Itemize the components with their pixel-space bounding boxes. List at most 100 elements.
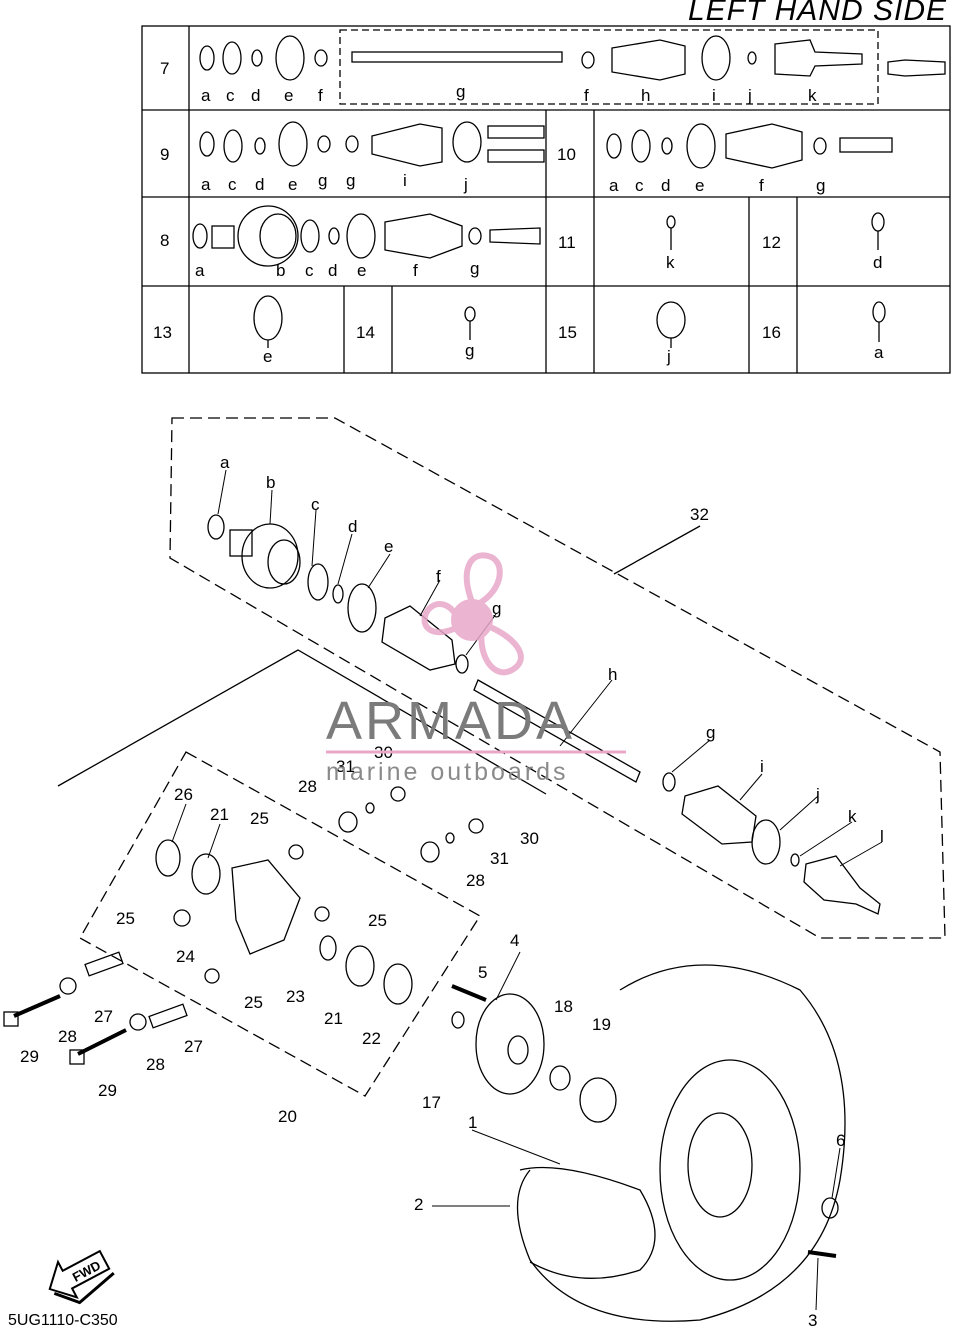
- kit-letter: k: [666, 253, 675, 272]
- callout: 28: [146, 1055, 165, 1074]
- callout: 25: [244, 993, 263, 1012]
- callout: 28: [466, 871, 485, 890]
- callout: 21: [324, 1009, 343, 1028]
- callout: 26: [174, 785, 193, 804]
- callout: 24: [176, 947, 195, 966]
- callout: 25: [250, 809, 269, 828]
- callout: g: [706, 723, 715, 742]
- callout: 25: [368, 911, 387, 930]
- kit-row-11-label: 11: [558, 233, 576, 252]
- callout: 29: [98, 1081, 117, 1100]
- callout: 29: [20, 1047, 39, 1066]
- kit-letter: f: [318, 86, 323, 105]
- callout: 6: [836, 1131, 845, 1150]
- callout: d: [348, 517, 357, 536]
- kit-row-10-letters: a c d e f g: [609, 176, 825, 195]
- callout: h: [608, 665, 617, 684]
- kit-letter: k: [808, 86, 817, 105]
- callout: 18: [554, 997, 573, 1016]
- leader-lines: [171, 469, 883, 1311]
- callout: 25: [116, 909, 135, 928]
- callout: 30: [520, 829, 539, 848]
- callout: c: [311, 495, 320, 514]
- kit-row-9-parts: [199, 121, 545, 167]
- kit-letter: j: [666, 347, 671, 366]
- kit-letter: e: [357, 261, 366, 280]
- callout: j: [815, 785, 820, 804]
- kit-letter: d: [255, 175, 264, 194]
- callout: 5: [478, 963, 487, 982]
- callout-numbers: 32 26 21 25 28 31 30 30 31 28 25 25 24 2…: [20, 505, 845, 1330]
- kit-row-8-label: 8: [160, 231, 169, 250]
- kit-letter: g: [470, 259, 479, 278]
- callout: 32: [690, 505, 709, 524]
- callout: 4: [510, 931, 519, 950]
- callout: k: [848, 807, 857, 826]
- kit-single-parts: [253, 212, 886, 348]
- kit-letter: f: [413, 261, 418, 280]
- kit-letter: e: [695, 176, 704, 195]
- kit-row-10-parts: [606, 123, 893, 169]
- kit-letter: e: [284, 86, 293, 105]
- kit-row-7-letters: a c d e f g f h i j k: [201, 82, 817, 105]
- kit-letter: d: [251, 86, 260, 105]
- kit-letter: d: [328, 261, 337, 280]
- callout: 28: [58, 1027, 77, 1046]
- kit-letter: e: [288, 175, 297, 194]
- callout: a: [220, 453, 230, 472]
- kit-row-15-label: 15: [558, 323, 577, 342]
- callout: 31: [336, 757, 355, 776]
- kit-row-14-label: 14: [356, 323, 375, 342]
- kit-letter: c: [305, 261, 314, 280]
- kit-letter: a: [201, 86, 211, 105]
- callout: 19: [592, 1015, 611, 1034]
- callout: f: [436, 567, 441, 586]
- kit-letter: g: [816, 176, 825, 195]
- kit-letter: g: [456, 82, 465, 101]
- kit-letter: d: [661, 176, 670, 195]
- kit-letter: a: [874, 343, 884, 362]
- callout-letters: a b c d e f g h g i j k l: [220, 453, 884, 846]
- driveshaft-assembly: [169, 417, 946, 939]
- callout: 2: [414, 1195, 423, 1214]
- kit-letter: i: [403, 171, 407, 190]
- kit-row-7-parts: [199, 35, 946, 81]
- callout: 31: [490, 849, 509, 868]
- kit-letter: c: [228, 175, 237, 194]
- callout: 23: [286, 987, 305, 1006]
- callout: e: [384, 537, 393, 556]
- callout: 3: [808, 1311, 817, 1330]
- kit-letter: g: [346, 171, 355, 190]
- wheel-assembly: [451, 964, 846, 1322]
- callout: 27: [94, 1007, 113, 1026]
- kit-letter: f: [759, 176, 764, 195]
- callout: l: [880, 827, 884, 846]
- kit-letter: j: [463, 175, 468, 194]
- kit-letter: a: [195, 261, 205, 280]
- kit-letter: i: [712, 86, 716, 105]
- kit-row-16-label: 16: [762, 323, 781, 342]
- callout: i: [760, 757, 764, 776]
- knuckle-assembly: [3, 649, 547, 1097]
- kit-letter: h: [641, 86, 650, 105]
- kit-letter: g: [465, 341, 474, 360]
- kit-row-9-label: 9: [160, 145, 169, 164]
- watermark-tagline: marine outboards: [326, 758, 569, 786]
- kit-letter: a: [201, 175, 211, 194]
- kit-row-9-letters: a c d e g g i j: [201, 171, 468, 194]
- kit-row-13-label: 13: [153, 323, 172, 342]
- callout: 20: [278, 1107, 297, 1126]
- kit-row-7-label: 7: [160, 59, 169, 78]
- kit-row-8-parts: [192, 205, 541, 267]
- armada-logo: [421, 552, 524, 676]
- kit-letter: a: [609, 176, 619, 195]
- kit-letter: c: [635, 176, 644, 195]
- callout: 28: [298, 777, 317, 796]
- kit-letter: c: [226, 86, 235, 105]
- kit-letter: g: [318, 171, 327, 190]
- diagram-code: 5UG1110-C350: [8, 1312, 118, 1329]
- kit-letter: j: [747, 86, 752, 105]
- kit-letter: f: [584, 86, 589, 105]
- kit-table: [141, 25, 951, 374]
